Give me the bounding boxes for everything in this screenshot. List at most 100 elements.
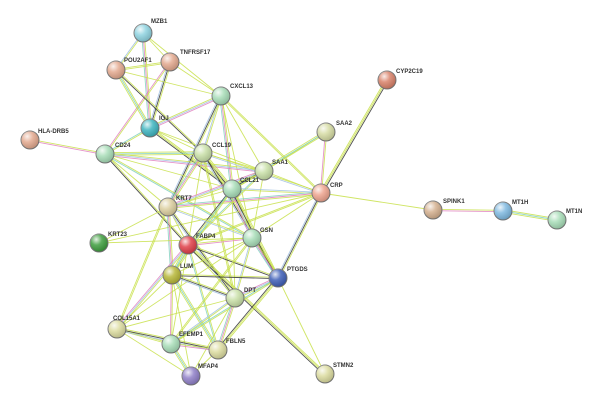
node-highlight-efemp1 xyxy=(162,335,180,353)
edge-krt7-krt23 xyxy=(98,206,169,244)
node-saa2[interactable]: SAA2 xyxy=(316,121,353,142)
node-cyp2c19[interactable]: CYP2C19 xyxy=(377,69,423,90)
edge-cd24-saa1 xyxy=(104,152,265,173)
node-highlight-igj xyxy=(141,119,159,137)
edge-tnfrsf17-igj xyxy=(148,61,172,129)
node-mzb1[interactable]: MZB1 xyxy=(133,19,168,43)
node-label-ccl21: CCL21 xyxy=(240,178,260,184)
node-lum[interactable]: LUM xyxy=(162,264,193,285)
edge-spink1-mt1h xyxy=(432,208,504,213)
node-highlight-saa2 xyxy=(317,123,335,141)
node-label-stmn2: STMN2 xyxy=(333,363,354,369)
node-label-ccl19: CCL19 xyxy=(212,143,232,149)
edge-mzb1-igj xyxy=(141,32,152,129)
node-label-fbln5: FBLN5 xyxy=(226,339,246,345)
node-label-krt7: KRT7 xyxy=(176,196,192,202)
edge-crp-spink1 xyxy=(320,192,434,211)
edge-crp-cyp2c19 xyxy=(319,79,389,194)
node-ccl19[interactable]: CCL19 xyxy=(193,143,232,163)
node-dpt[interactable]: DPT xyxy=(225,288,256,308)
node-krt23[interactable]: KRT23 xyxy=(89,232,128,253)
node-pou2af1[interactable]: POU2AF1 xyxy=(106,58,152,80)
node-krt7[interactable]: KRT7 xyxy=(158,196,192,217)
node-highlight-mfap4 xyxy=(182,367,200,385)
node-highlight-krt23 xyxy=(90,234,108,252)
edge-lum-ptgds xyxy=(171,273,279,280)
node-highlight-fbln5 xyxy=(209,341,227,359)
node-gsn[interactable]: GSN xyxy=(242,228,273,248)
node-crp[interactable]: CRP xyxy=(311,183,343,203)
node-ptgds[interactable]: PTGDS xyxy=(268,267,308,288)
node-highlight-stmn2 xyxy=(316,365,334,383)
edge-dpt-mfap4 xyxy=(190,297,236,377)
node-label-mfap4: MFAP4 xyxy=(198,364,219,370)
node-highlight-tnfrsf17 xyxy=(161,53,179,71)
node-mt1h[interactable]: MT1H xyxy=(493,200,528,221)
edge-ccl21-krt7 xyxy=(167,188,233,208)
node-cd24[interactable]: CD24 xyxy=(95,143,131,164)
node-highlight-mt1n xyxy=(548,211,566,229)
node-fbln5[interactable]: FBLN5 xyxy=(208,339,246,360)
node-highlight-mt1h xyxy=(494,202,512,220)
node-label-cyp2c19: CYP2C19 xyxy=(396,69,423,75)
edge-ccl21-fabp4 xyxy=(187,188,233,246)
edge-saa1-crp xyxy=(263,170,322,194)
node-ccl21[interactable]: CCL21 xyxy=(222,178,260,199)
edge-gsn-lum xyxy=(171,237,253,276)
edge-cd24-krt7 xyxy=(104,153,169,208)
edge-cd24-fabp4 xyxy=(104,153,189,246)
node-label-pou2af1: POU2AF1 xyxy=(124,58,152,64)
edge-lum-mfap4 xyxy=(171,274,192,377)
edge-pou2af1-cxcl13 xyxy=(115,69,222,97)
edge-dpt-efemp1 xyxy=(170,297,236,345)
node-hla-drb5[interactable]: HLA-DRB5 xyxy=(20,129,69,150)
edge-saa1-gsn xyxy=(251,170,265,239)
node-highlight-cxcl13 xyxy=(212,87,230,105)
node-label-mt1n: MT1N xyxy=(566,209,582,215)
node-mt1n[interactable]: MT1N xyxy=(547,209,582,230)
node-igj[interactable]: IGJ xyxy=(140,116,169,138)
edge-pou2af1-ccl19 xyxy=(115,69,204,154)
node-mfap4[interactable]: MFAP4 xyxy=(181,364,219,386)
edge-fabp4-fbln5 xyxy=(186,244,220,351)
node-highlight-ptgds xyxy=(269,269,287,287)
edge-ptgds-stmn2 xyxy=(277,277,326,375)
edge-cd24-gsn xyxy=(104,153,253,239)
edge-fabp4-efemp1 xyxy=(170,244,189,345)
node-highlight-gsn xyxy=(243,229,261,247)
edge-ccl19-krt7 xyxy=(166,152,205,208)
node-label-fabp4: FABP4 xyxy=(196,234,216,240)
node-label-mzb1: MZB1 xyxy=(151,19,168,25)
node-label-hla-drb5: HLA-DRB5 xyxy=(38,129,69,135)
edge-igj-cxcl13 xyxy=(149,94,222,130)
node-label-mt1h: MT1H xyxy=(512,200,528,206)
node-spink1[interactable]: SPINK1 xyxy=(423,199,465,220)
edge-cd24-ccl21 xyxy=(104,153,233,190)
node-highlight-hla-drb5 xyxy=(21,131,39,149)
node-saa1[interactable]: SAA1 xyxy=(254,160,289,181)
node-label-cxcl13: CXCL13 xyxy=(230,84,254,90)
edge-saa2-crp xyxy=(319,131,328,194)
node-highlight-krt7 xyxy=(159,198,177,216)
node-stmn2[interactable]: STMN2 xyxy=(315,363,354,384)
node-cxcl13[interactable]: CXCL13 xyxy=(211,84,254,106)
edge-fabp4-gsn xyxy=(187,236,253,247)
node-fabp4[interactable]: FABP4 xyxy=(178,234,216,255)
node-label-saa2: SAA2 xyxy=(336,121,353,127)
node-col15a1[interactable]: COL15A1 xyxy=(107,316,141,339)
node-label-ptgds: PTGDS xyxy=(287,267,308,273)
node-tnfrsf17[interactable]: TNFRSF17 xyxy=(160,50,211,72)
node-highlight-lum xyxy=(163,266,181,284)
node-efemp1[interactable]: EFEMP1 xyxy=(161,332,204,354)
node-label-spink1: SPINK1 xyxy=(443,199,465,205)
edge-lum-col15a1 xyxy=(116,274,173,330)
edge-lum-dpt xyxy=(171,273,236,300)
node-highlight-cd24 xyxy=(96,145,114,163)
node-highlight-saa1 xyxy=(255,162,273,180)
edge-krt23-gsn xyxy=(98,237,253,244)
node-highlight-cyp2c19 xyxy=(378,71,396,89)
node-label-efemp1: EFEMP1 xyxy=(179,332,204,338)
node-label-tnfrsf17: TNFRSF17 xyxy=(180,50,211,56)
